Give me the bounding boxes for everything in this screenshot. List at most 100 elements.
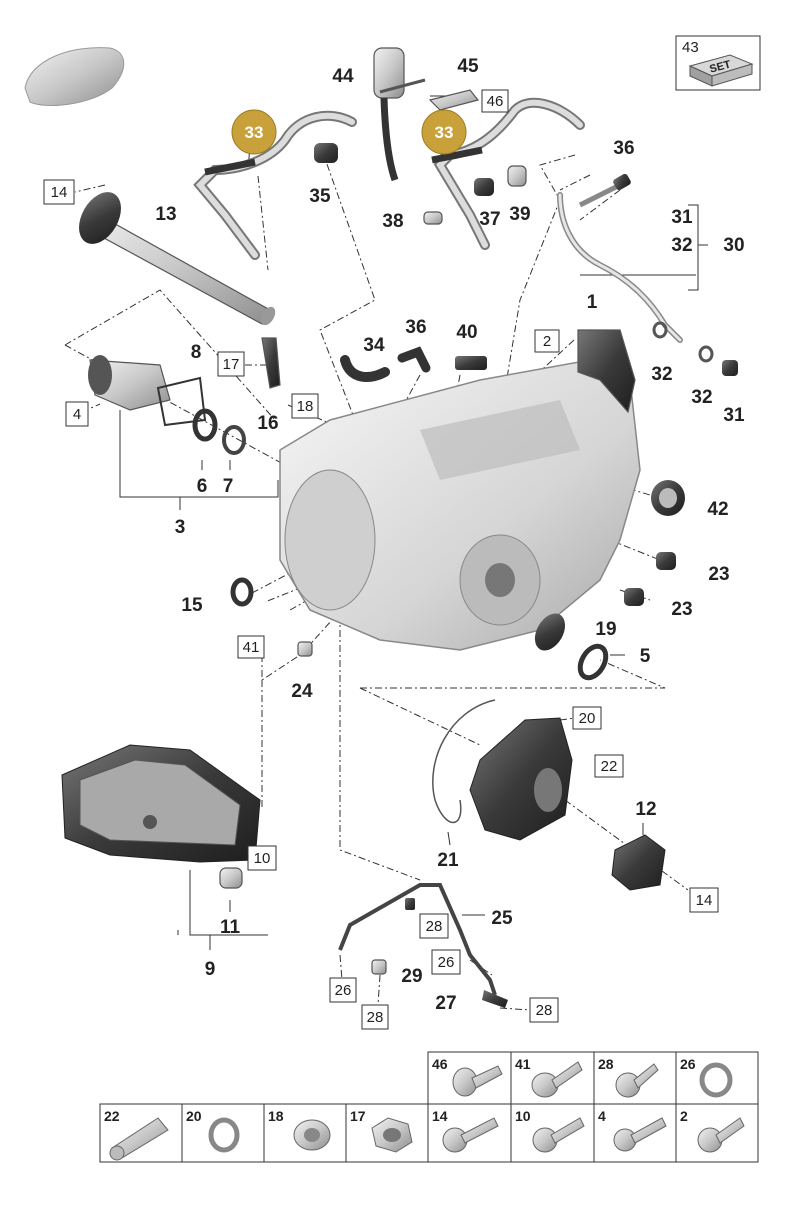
callout-6[interactable]: 6 [197, 476, 208, 497]
callout-8[interactable]: 8 [191, 342, 202, 363]
callout-2-box[interactable]: 2 [543, 333, 551, 350]
callout-10-box[interactable]: 10 [254, 850, 271, 867]
part-36-fitting[interactable] [397, 346, 431, 373]
callout-28-box-a[interactable]: 28 [426, 918, 443, 935]
part-31-plug-a[interactable] [722, 360, 738, 376]
part-32-washer-a[interactable] [652, 321, 668, 339]
callout-30[interactable]: 30 [723, 235, 744, 256]
callout-29[interactable]: 29 [401, 966, 422, 987]
callout-28-box-b[interactable]: 28 [367, 1009, 384, 1026]
legend-cell-2[interactable]: 2 [680, 1108, 688, 1124]
legend-cell-4[interactable]: 4 [598, 1108, 606, 1124]
callout-12[interactable]: 12 [635, 799, 656, 820]
part-38-screw[interactable] [423, 211, 443, 225]
part-36-fitting-top[interactable] [612, 173, 632, 191]
part-15-seal[interactable] [230, 577, 254, 607]
callout-26-box-b[interactable]: 26 [438, 954, 455, 971]
callout-24[interactable]: 24 [291, 681, 313, 702]
part-40-cap[interactable] [455, 356, 487, 370]
legend-cell-10[interactable]: 10 [515, 1108, 531, 1124]
part-23-plug-a[interactable] [656, 552, 676, 570]
callout-31-a[interactable]: 31 [671, 207, 693, 228]
part-22-differential-cover[interactable] [469, 717, 573, 841]
part-39-clip[interactable] [507, 165, 527, 187]
callout-14-box-b[interactable]: 14 [696, 892, 713, 909]
legend-cell-14[interactable]: 14 [432, 1108, 448, 1124]
callout-7[interactable]: 7 [223, 476, 234, 497]
callout-42[interactable]: 42 [707, 499, 728, 520]
part-16-bracket[interactable] [261, 337, 281, 389]
callout-27[interactable]: 27 [435, 993, 456, 1014]
legend-cell-41[interactable]: 41 [515, 1056, 531, 1072]
part-35-clamp[interactable] [314, 143, 338, 163]
callout-39[interactable]: 39 [509, 204, 530, 225]
callout-13[interactable]: 13 [155, 204, 176, 225]
callout-32-b[interactable]: 32 [651, 364, 672, 385]
callout-11[interactable]: 11 [220, 917, 241, 938]
part-32-washer-b[interactable] [698, 345, 714, 363]
callout-1[interactable]: 1 [587, 292, 598, 313]
callout-21[interactable]: 21 [437, 850, 459, 871]
part-25-pipe[interactable] [338, 883, 497, 996]
callout-31-b[interactable]: 31 [723, 405, 745, 426]
callout-38[interactable]: 38 [382, 211, 403, 232]
callout-17-box[interactable]: 17 [223, 356, 240, 373]
callout-33-badge-left[interactable]: 33 [231, 109, 277, 155]
part-33-hose-right[interactable] [431, 97, 585, 250]
callout-32-c[interactable]: 32 [691, 387, 712, 408]
part-19-seal[interactable] [529, 608, 572, 656]
part-42-seal[interactable] [651, 480, 685, 516]
callout-37[interactable]: 37 [479, 209, 500, 230]
callout-15[interactable]: 15 [181, 595, 203, 616]
part-10-oil-pan[interactable] [61, 744, 261, 863]
part-44-fluid-reservoir[interactable] [373, 47, 426, 182]
callout-19[interactable]: 19 [595, 619, 616, 640]
part-3-flange-assembly[interactable] [88, 355, 246, 455]
legend-cell-18[interactable]: 18 [268, 1108, 284, 1124]
callout-36-a[interactable]: 36 [613, 138, 634, 159]
callout-35[interactable]: 35 [309, 186, 331, 207]
callout-25[interactable]: 25 [491, 908, 513, 929]
part-34-hose[interactable] [340, 355, 390, 382]
transmission-housing[interactable] [279, 359, 641, 651]
callout-41-box[interactable]: 41 [243, 639, 260, 656]
part-23-plug-b[interactable] [624, 588, 644, 606]
part-30-pipe[interactable] [557, 182, 683, 343]
callout-46-box[interactable]: 46 [487, 93, 504, 110]
callout-34[interactable]: 34 [363, 335, 385, 356]
callout-23-b[interactable]: 23 [671, 599, 692, 620]
callout-32-a[interactable]: 32 [671, 235, 692, 256]
part-33-hose-left[interactable] [193, 110, 357, 260]
callout-23-a[interactable]: 23 [708, 564, 729, 585]
callout-5[interactable]: 5 [640, 646, 651, 667]
callout-3[interactable]: 3 [175, 517, 186, 538]
callout-44[interactable]: 44 [332, 66, 354, 87]
callout-16[interactable]: 16 [257, 413, 278, 434]
callout-9[interactable]: 9 [205, 959, 216, 980]
callout-36-b[interactable]: 36 [405, 317, 426, 338]
callout-22-box[interactable]: 22 [601, 758, 618, 775]
callout-20-box[interactable]: 20 [579, 710, 596, 727]
part-21-gasket[interactable] [432, 699, 496, 824]
callout-43-set-box[interactable]: 43 SET [675, 35, 761, 91]
callout-40[interactable]: 40 [456, 322, 477, 343]
part-27-bracket[interactable] [482, 990, 508, 1008]
part-1-mount-bracket[interactable] [577, 329, 636, 414]
legend-cell-46[interactable]: 46 [432, 1056, 448, 1072]
callout-18-box[interactable]: 18 [297, 398, 314, 415]
part-37-clamp[interactable] [474, 178, 494, 196]
legend-cell-17[interactable]: 17 [350, 1108, 366, 1124]
callout-33-badge-right[interactable]: 33 [421, 109, 467, 155]
callout-14-box[interactable]: 14 [51, 184, 68, 201]
legend-cell-22[interactable]: 22 [104, 1108, 120, 1124]
callout-45[interactable]: 45 [457, 56, 479, 77]
part-28-clip[interactable] [405, 898, 415, 910]
part-5-ring[interactable] [575, 642, 611, 682]
legend-cell-20[interactable]: 20 [186, 1108, 202, 1124]
part-11-drain-plug[interactable] [219, 867, 243, 889]
part-29-fitting[interactable] [371, 959, 387, 975]
callout-28-box-c[interactable]: 28 [536, 1002, 553, 1019]
callout-4-box[interactable]: 4 [73, 406, 81, 423]
part-45-bracket[interactable] [428, 89, 480, 111]
part-24-plug[interactable] [297, 641, 313, 657]
